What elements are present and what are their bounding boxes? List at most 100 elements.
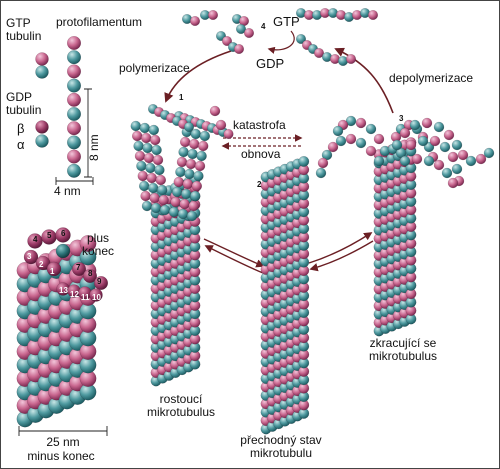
protofilament-bead <box>66 163 81 178</box>
free-tubulin-bead <box>314 48 325 59</box>
shrinking-curl-bead <box>411 153 423 165</box>
growing-plus-end-bead <box>187 148 198 160</box>
lattice-number-10: 10 <box>92 293 101 302</box>
growing-plus-end-bead <box>156 184 168 196</box>
polymerization-arrow <box>164 50 232 103</box>
growing-plus-end-bead <box>188 200 199 212</box>
tubulin-bead <box>298 155 310 167</box>
transition-microtubule <box>260 155 310 435</box>
free-tubulin-bead <box>189 15 200 27</box>
shrinking-curl-bead <box>447 177 459 189</box>
gdp-tubulin-line-1: GDP <box>6 90 33 104</box>
growing-plus-end-bead <box>140 132 152 144</box>
free-tubulin-bead <box>207 9 218 21</box>
growing-microtubule-label: rostoucí mikrotubulus <box>131 393 231 419</box>
growing-plus-end-bead <box>180 188 192 200</box>
plus-end-bead <box>27 233 43 249</box>
growing-plus-end-bead <box>194 160 206 172</box>
growing-plus-end-bead <box>142 142 153 154</box>
growing-plus-end-bead <box>150 202 162 214</box>
lattice-number-9: 9 <box>97 277 102 286</box>
shrinking-curl-bead <box>421 117 433 129</box>
shrinking-curl-bead <box>451 163 463 175</box>
growing-plus-end-bead <box>193 170 204 182</box>
step-1-marker: 1 <box>179 93 184 102</box>
shrinking-curl-bead <box>475 153 487 165</box>
growing-plus-end-bead <box>131 130 143 142</box>
shrinking-curl-bead <box>483 147 495 159</box>
growing-plus-end-bead <box>149 134 161 146</box>
growing-plus-end-bead <box>186 210 198 222</box>
growing-plus-end-bead <box>175 166 186 178</box>
growing-plus-end-bead <box>179 136 191 148</box>
growing-plus-end-bead <box>176 156 188 168</box>
shrinking-curl-bead <box>439 141 451 153</box>
transition-to-shrinking-arrow <box>308 232 373 264</box>
growing-plus-end-bead <box>148 124 160 136</box>
lattice-number-3: 3 <box>27 252 32 261</box>
shrinking-curl-bead <box>405 139 417 151</box>
growing-plus-end-bead <box>197 140 209 152</box>
depolymerization-label: depolymerizace <box>389 71 474 85</box>
minus-end-label: minus konec <box>27 449 95 463</box>
plus-end-bead <box>23 249 39 265</box>
lattice-number-5: 5 <box>47 231 52 240</box>
protofilament-bead <box>66 36 81 51</box>
step-2-marker: 2 <box>257 180 262 189</box>
beta-label: β <box>17 121 25 136</box>
free-tubulin-bead <box>346 54 357 65</box>
plus-end-bead <box>35 255 51 271</box>
growing-plus-end-bead <box>168 206 180 218</box>
gdp-tubulin-line-2: tubulin <box>6 103 42 117</box>
growing-plus-end-bead <box>199 130 211 142</box>
shrinking-curl-bead <box>317 157 329 169</box>
growing-plus-end-bead <box>140 190 151 202</box>
shrinking-curl-bead <box>335 135 347 147</box>
growing-plus-end-bead <box>136 160 147 172</box>
growing-plus-end-bead <box>171 186 183 198</box>
growing-line-1: rostoucí <box>159 392 203 406</box>
protofilament-label: protofilamentum <box>56 15 143 29</box>
shrinking-curl-bead <box>433 121 445 133</box>
protofilament-bead <box>66 149 81 164</box>
growing-sheet-bead <box>223 128 234 139</box>
shrinking-curl-bead <box>332 125 344 137</box>
free-tubulin-bead <box>221 36 232 47</box>
transition-line-2: mikrotubulu <box>249 446 313 460</box>
size-4nm-label: 4 nm <box>54 184 81 198</box>
shrinking-microtubule-label: zkracující se mikrotubulus <box>353 337 453 363</box>
shrinking-curl-bead <box>315 167 327 179</box>
polymerization-label: polymerizace <box>119 61 190 75</box>
lattice-number-8: 8 <box>88 269 93 278</box>
tubulin-bead <box>79 235 97 252</box>
shrinking-curl-bead <box>327 141 339 153</box>
shrinking-microtubule <box>373 137 417 337</box>
shrinking-curl-bead <box>465 155 477 167</box>
gdp-tubulin-beta-bead <box>35 120 49 134</box>
shrinking-curl-bead <box>441 167 453 179</box>
growing-plus-end-bead <box>154 164 165 176</box>
plus-end-bead <box>55 243 71 259</box>
shrinking-curl-bead <box>355 137 367 149</box>
step-4-marker: 4 <box>261 22 266 31</box>
free-tubulin-bead <box>368 9 379 21</box>
catastrophe-label: katastrofa <box>233 118 286 132</box>
shrinking-curl-bead <box>429 135 441 147</box>
growing-plus-end-bead <box>139 122 151 134</box>
protofilament-bead <box>66 64 81 79</box>
plus-end-bead <box>93 276 108 291</box>
lattice-number-12: 12 <box>70 290 79 299</box>
growing-plus-end-bead <box>189 190 201 202</box>
shrinking-curl-bead <box>373 155 385 167</box>
free-tubulin-bead <box>243 28 254 39</box>
gtp-tubulin-line-2: tubulin <box>6 29 42 43</box>
gtp-tubulin-label: GTP tubulin <box>6 17 41 43</box>
gtp-tubulin-alpha-bead <box>35 65 49 79</box>
growing-to-transition-arrow <box>203 238 265 268</box>
growing-plus-end-bead <box>173 176 185 188</box>
growing-sheet-bead <box>209 105 221 117</box>
shrinking-curl-bead <box>451 139 463 151</box>
growing-plus-end-bead <box>182 178 194 190</box>
shrinking-curl-bead <box>345 133 357 145</box>
